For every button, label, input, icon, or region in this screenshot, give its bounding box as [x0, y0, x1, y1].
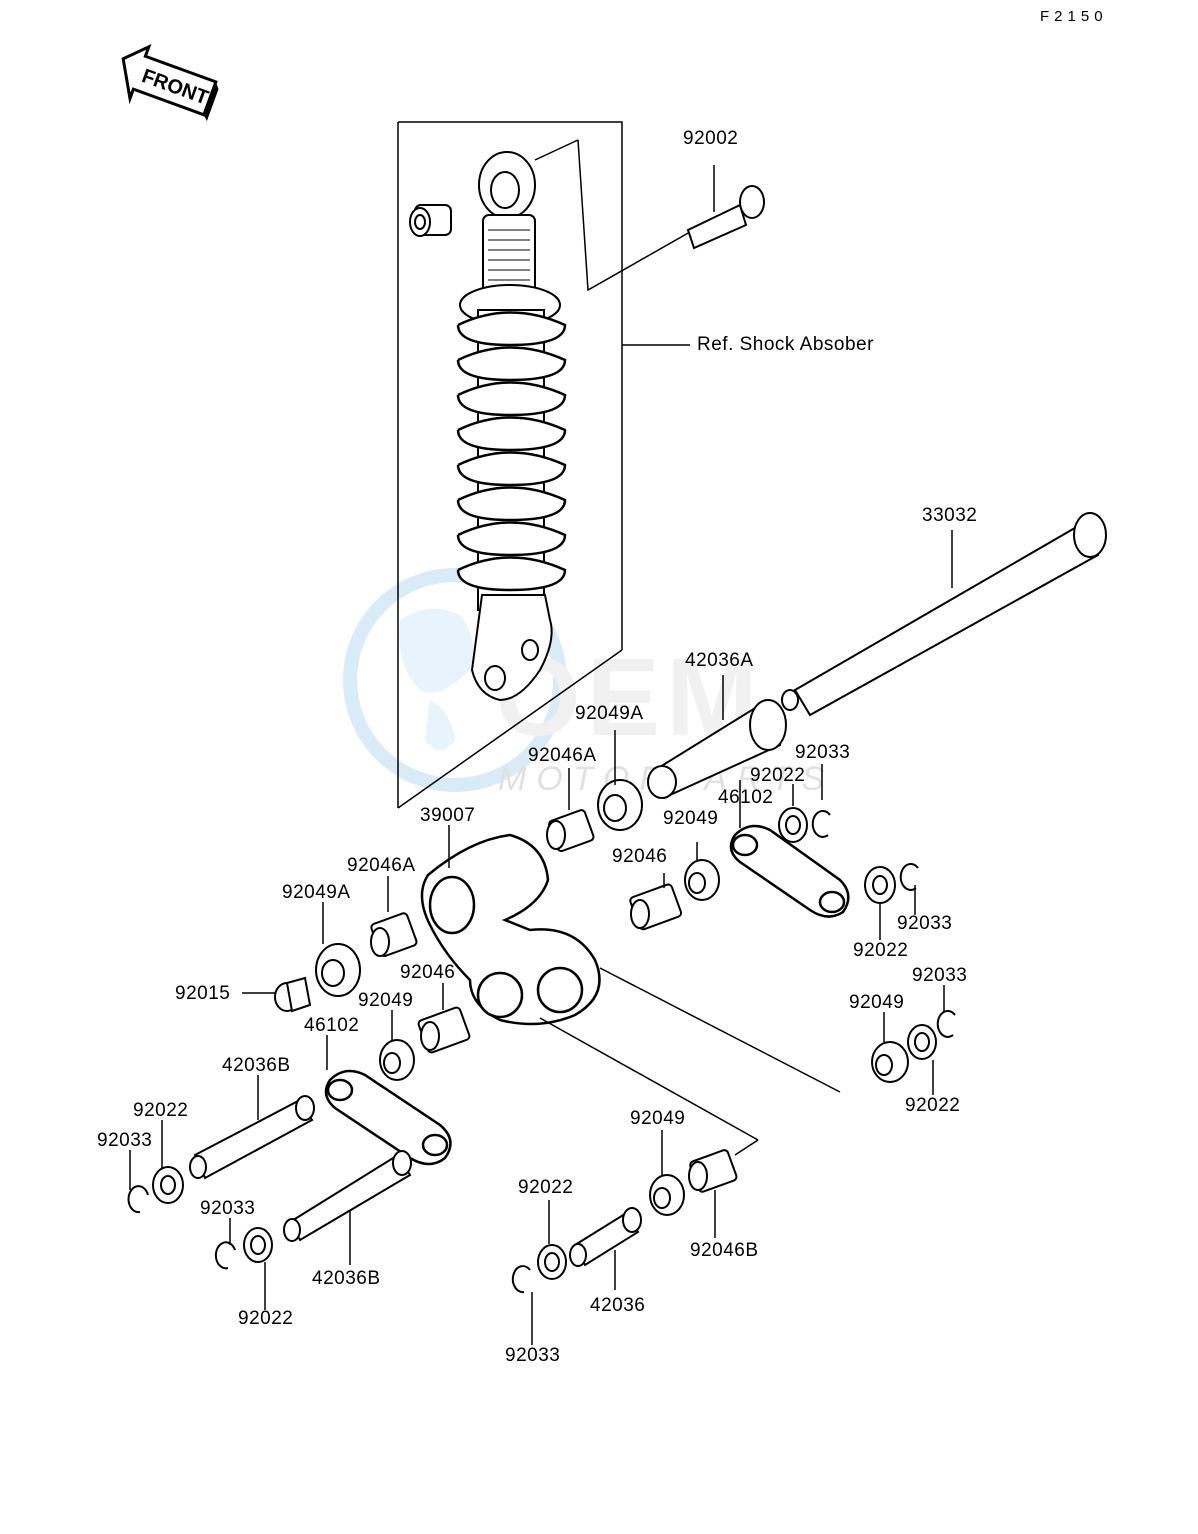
part-number-label: 42036B	[312, 1268, 381, 1289]
front-arrow: FRONT	[121, 43, 219, 122]
part-number-label: 92049A	[282, 882, 351, 903]
rocker-arm-39007	[420, 825, 841, 1156]
tie-rod-46102-left	[324, 1035, 452, 1166]
watermark-continents	[399, 608, 474, 750]
part-number-label: 33032	[922, 505, 978, 526]
part-number-label: 46102	[304, 1015, 360, 1036]
watermark-globe	[343, 568, 567, 792]
part-number-label: 92002	[683, 128, 739, 149]
part-number-label: 92033	[795, 742, 851, 763]
bushing-top	[409, 204, 452, 237]
page-code: F2150	[1040, 8, 1108, 25]
pin-42036	[569, 1207, 642, 1290]
part-number-label: 92046	[612, 846, 668, 867]
part-number-label: 92015	[175, 983, 231, 1004]
small-parts	[127, 730, 956, 1345]
part-number-label: 92033	[200, 1198, 256, 1219]
part-number-label: 92022	[518, 1177, 574, 1198]
part-number-label: 42036B	[222, 1055, 291, 1076]
part-number-label: 92022	[853, 940, 909, 961]
ref-box	[397, 121, 690, 809]
collar-42036A	[647, 675, 787, 799]
part-number-label: 92049	[358, 990, 414, 1011]
part-number-label: 92033	[505, 1345, 561, 1366]
part-number-label: 42036A	[685, 650, 754, 671]
part-number-label: 92046	[400, 962, 456, 983]
part-number-label: 92022	[905, 1095, 961, 1116]
part-number-label: 92033	[912, 965, 968, 986]
bolt-92002	[534, 139, 765, 292]
part-number-label: 92046B	[690, 1240, 759, 1261]
part-number-label: 46102	[718, 787, 774, 808]
bolt-33032	[781, 512, 1107, 717]
part-number-label: 92046A	[528, 745, 597, 766]
part-number-label: 92022	[238, 1308, 294, 1329]
part-number-label: 92046A	[347, 855, 416, 876]
part-number-label: 42036	[590, 1295, 646, 1316]
part-number-label: 92033	[97, 1130, 153, 1151]
part-number-label: 92049	[630, 1108, 686, 1129]
pins-42036B	[189, 1075, 412, 1265]
part-number-label: 92049	[663, 808, 719, 829]
part-number-label: 92033	[897, 913, 953, 934]
reference-label: Ref. Shock Absober	[697, 334, 874, 355]
shock-absorber	[456, 151, 567, 702]
part-number-label: 92022	[750, 765, 806, 786]
part-number-label: 92022	[133, 1100, 189, 1121]
tie-rod-46102-right	[729, 780, 850, 918]
part-number-label: 39007	[420, 805, 476, 826]
part-number-label: 92049A	[575, 703, 644, 724]
part-number-label: 92049	[849, 992, 905, 1013]
